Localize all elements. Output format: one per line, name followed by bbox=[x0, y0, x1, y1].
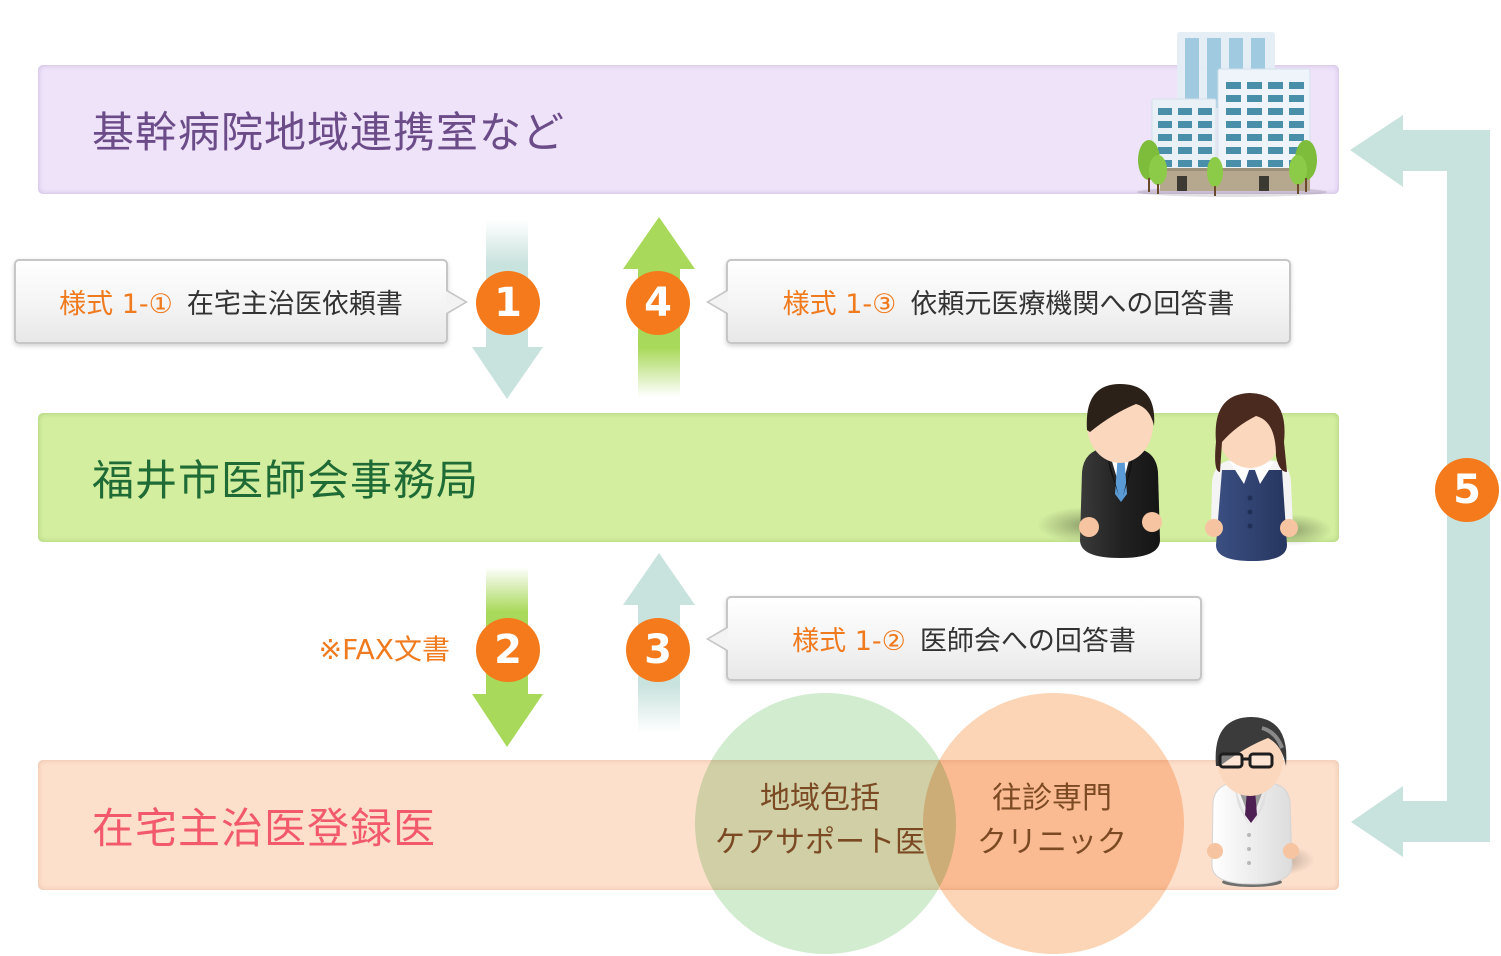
community-care-doctor-line1: 地域包括 bbox=[760, 781, 880, 816]
home-visit-clinic-line2: クリニック bbox=[977, 825, 1127, 860]
community-care-doctor-line2: ケアサポート医 bbox=[715, 825, 925, 860]
community-care-doctor-label: 地域包括 ケアサポート医 bbox=[690, 777, 950, 865]
home-visit-clinic-label: 往診専門 クリニック bbox=[922, 777, 1182, 865]
home-visit-clinic-line1: 往診専門 bbox=[992, 781, 1112, 816]
hospital-title: 基幹病院地域連携室など bbox=[92, 108, 566, 157]
medical-association-title: 福井市医師会事務局 bbox=[92, 456, 480, 505]
home-doctors-title: 在宅主治医登録医 bbox=[92, 803, 437, 853]
step-1-badge: 1 bbox=[476, 271, 540, 335]
step-4-badge: 4 bbox=[626, 271, 690, 335]
step-3-badge: 3 bbox=[626, 618, 690, 682]
home-visit-clinic-circle bbox=[923, 693, 1184, 954]
step-4-form-name: 依頼元医療機関への回答書 bbox=[910, 289, 1235, 320]
step-1-form-number: 様式 1-① bbox=[59, 289, 173, 320]
step-2-fax-note: ※FAX文書 bbox=[318, 633, 450, 666]
step-1-form-name: 在宅主治医依頼書 bbox=[186, 289, 403, 320]
step-3-form-number: 様式 1-② bbox=[792, 626, 906, 657]
community-care-doctor-circle bbox=[695, 693, 956, 954]
step-1-form-callout: 様式 1-① 在宅主治医依頼書 bbox=[14, 259, 468, 344]
step-5-badge: 5 bbox=[1435, 458, 1499, 522]
step-3-form-name: 医師会への回答書 bbox=[919, 626, 1136, 657]
step-3-form-callout: 様式 1-② 医師会への回答書 bbox=[706, 596, 1202, 681]
hospital-box: 基幹病院地域連携室など bbox=[38, 65, 1339, 194]
step-4-form-callout: 様式 1-③ 依頼元医療機関への回答書 bbox=[706, 259, 1291, 344]
step-2-badge: 2 bbox=[476, 618, 540, 682]
medical-association-box: 福井市医師会事務局 bbox=[38, 413, 1339, 542]
step-4-form-number: 様式 1-③ bbox=[782, 289, 897, 320]
